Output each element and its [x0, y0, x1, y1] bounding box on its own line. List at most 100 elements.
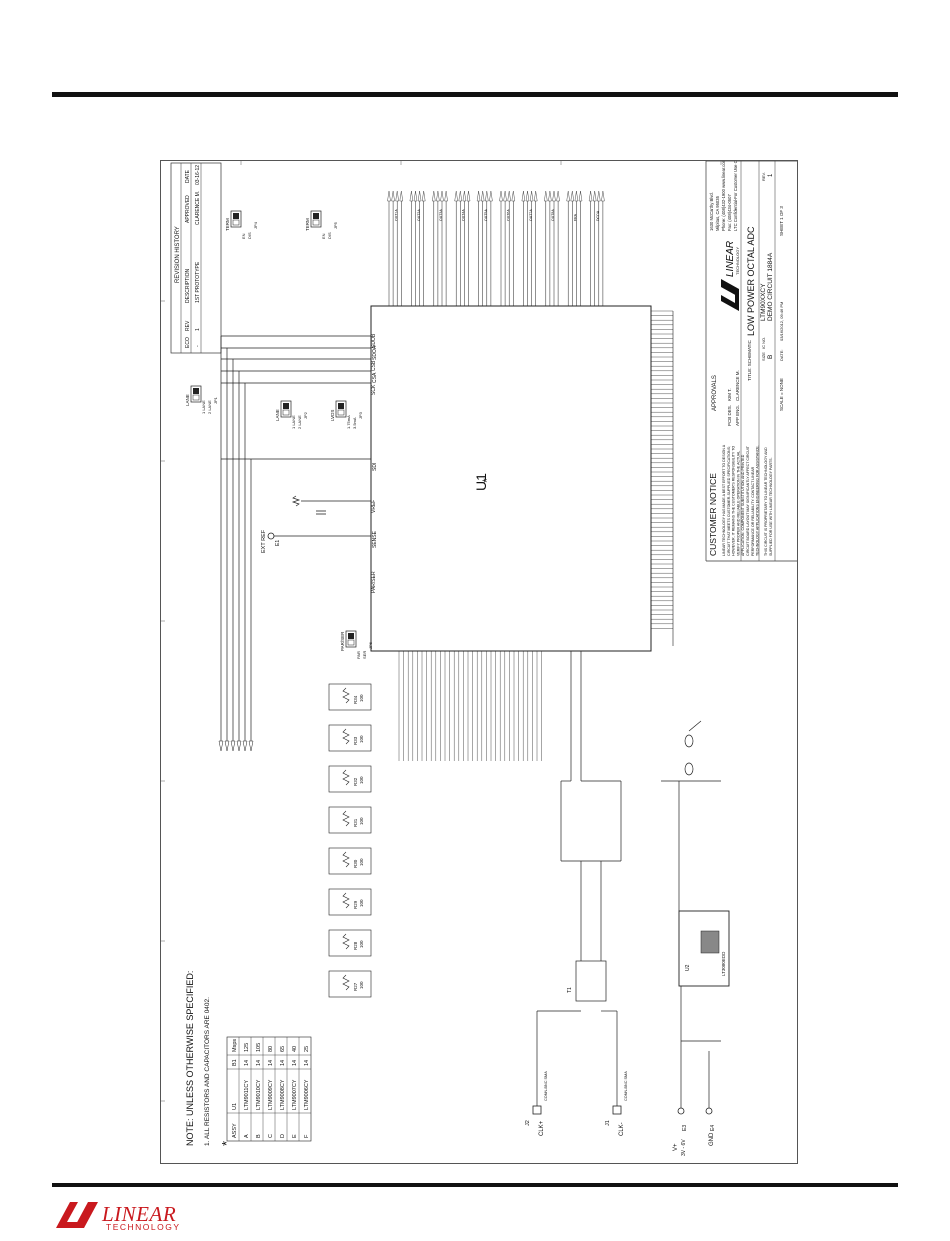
- jumper-option: SER: [362, 651, 367, 659]
- address-line: Milpitas, CA 95035: [715, 195, 720, 231]
- u1-pin-sense: SENSE: [372, 530, 378, 548]
- jumper-option: 2 LANE: [297, 415, 302, 429]
- assembly-table-cell: 65: [280, 1046, 286, 1052]
- output-arrow: [533, 190, 538, 202]
- output-arrow: [503, 190, 507, 202]
- jumper-title: PAR/SER: [340, 631, 345, 651]
- jumper-ref: JP4: [253, 221, 258, 229]
- jumper-option: PAR: [356, 651, 361, 659]
- svg-text:U2: U2: [685, 964, 691, 971]
- output-arrow: [570, 190, 575, 202]
- u1-pin-csa: CSA: [372, 372, 378, 383]
- assembly-table-cell: LTM9009CY: [268, 1079, 274, 1110]
- jumper-ref: JP6: [368, 641, 373, 649]
- assembly-table-cell: LTM9008CY: [280, 1079, 286, 1110]
- customer-notice-line: CIRCUIT THAT MEETS CUSTOMER-SUPPLIED SPE…: [727, 446, 731, 556]
- proprietary-line: THIS CIRCUIT IS PROPRIETARY TO LINEAR TE…: [764, 447, 768, 556]
- ain-resistor-ref: R27: [353, 982, 358, 991]
- linear-logo-icon: [56, 1202, 98, 1228]
- output-arrow: [399, 190, 404, 202]
- customer-notice-line: HOWEVER, IT REMAINS THE CUSTOMER'S RESPO…: [732, 446, 736, 556]
- assembly-note: NOTE: UNLESS OTHERWISE SPECIFIED: 1. ALL…: [185, 971, 312, 1146]
- output-arrow: [458, 190, 463, 202]
- ain-resistor-ref: R31: [353, 818, 358, 827]
- output-arrow: [499, 190, 503, 202]
- ain-resistor-value: 100: [359, 735, 364, 743]
- output-arrow: [444, 190, 448, 202]
- address-line: 1630 McCarthy Blvd.: [709, 192, 714, 231]
- assembly-table-cell: F: [304, 1134, 310, 1138]
- ain-resistor-ref: R33: [353, 736, 358, 745]
- customer-notice: CUSTOMER NOTICE LINEAR TECHNOLOGY HAS MA…: [708, 444, 773, 556]
- output-arrow: [552, 190, 556, 202]
- u1-pin-sdoa: SDOA: [372, 345, 378, 360]
- svg-text:-: -: [195, 345, 201, 347]
- output-arrow: [440, 190, 444, 202]
- svg-text:DATE:: DATE:: [779, 350, 784, 361]
- output-arrow: [454, 190, 458, 202]
- svg-text:KIM T.: KIM T.: [727, 388, 732, 401]
- svg-text:ECO: ECO: [185, 337, 191, 348]
- ain-resistor-value: 100: [359, 940, 364, 948]
- output-group-label: OUT7A: [529, 209, 533, 221]
- schematic-sheet: REVISION HISTORY ECO REV DESCRIPTION APP…: [160, 154, 798, 1164]
- svg-text:LT3080EDD: LT3080EDD: [721, 951, 726, 976]
- svg-text:T1: T1: [567, 987, 573, 993]
- jumper-title: LANE: [275, 409, 280, 421]
- svg-text:V+: V+: [673, 1143, 679, 1151]
- output-group-label: OUT3A: [439, 209, 443, 221]
- svg-text:J1: J1: [605, 1120, 611, 1126]
- output-group-label: OUT6A: [506, 209, 510, 221]
- ain-resistor-ref: R32: [353, 777, 358, 786]
- svg-text:EXT REF: EXT REF: [261, 529, 267, 553]
- clock-input-network: CLK+ CLK- J2 J1 CONN-BNC SMA CONN-BNC SM…: [525, 651, 628, 1136]
- output-arrow: [588, 190, 593, 202]
- ain-lines: [398, 651, 542, 761]
- footer-logo: LINEAR TECHNOLOGY: [52, 1200, 192, 1234]
- ain-resistor-ref: R34: [353, 695, 358, 704]
- jumper-option: 3.5mA: [352, 417, 357, 429]
- assembly-table-cell: LTM9011CY: [244, 1080, 250, 1110]
- jumper-option: 1.75mA: [346, 415, 351, 429]
- assembly-table-header: ASSY: [232, 1123, 238, 1138]
- approvals: APPROVALS PCB DES. KIM T. APP ENG. CLARE…: [712, 370, 740, 426]
- output-arrow: [421, 190, 426, 202]
- control-net-arrows: [218, 740, 254, 752]
- title-line2: LTM90XXCY: [760, 283, 767, 321]
- revision-title: REVISION HISTORY: [175, 226, 181, 283]
- assembly-table-cell: E: [292, 1134, 298, 1138]
- ain-resistor-value: 100: [359, 981, 364, 989]
- customer-notice-line: APPLICATION. COMPONENT SUBSTITUTION AND …: [741, 454, 745, 556]
- net-arrow: [236, 740, 242, 752]
- output-arrow: [413, 190, 418, 202]
- svg-text:J2: J2: [525, 1120, 531, 1126]
- jumper-title: LANE: [185, 394, 190, 406]
- svg-text:GND: GND: [709, 1132, 715, 1146]
- customer-notice-title: CUSTOMER NOTICE: [708, 473, 718, 556]
- note-heading: NOTE: UNLESS OTHERWISE SPECIFIED:: [185, 971, 195, 1146]
- u1-pin-vref: VREF: [371, 500, 377, 513]
- ext-ref-network: EXT REF E1: [261, 495, 371, 553]
- u1-block: U1 *: [370, 305, 652, 652]
- jumper-option: 1 LANE: [201, 400, 206, 414]
- svg-text:CLK+: CLK+: [539, 1120, 545, 1136]
- svg-text:3V - 6V: 3V - 6V: [681, 1139, 687, 1156]
- svg-text:1: 1: [195, 328, 201, 331]
- u1-pin-parser: PAR/SER: [371, 571, 377, 593]
- assembly-table-cell: 14: [280, 1060, 286, 1066]
- svg-text:CONN-BNC SMA: CONN-BNC SMA: [624, 1071, 628, 1101]
- title-logo: LINEAR TECHNOLOGY: [721, 241, 740, 311]
- assembly-table-cell: 25: [304, 1046, 310, 1052]
- output-arrow: [529, 190, 534, 202]
- address-line: Phone: (408)432-1900 www.linear.com: [721, 161, 726, 231]
- e1-terminal: [267, 532, 275, 540]
- svg-text:APPROVALS: APPROVALS: [712, 375, 718, 411]
- svg-text:DATE: DATE: [185, 169, 191, 183]
- note-line1: 1. ALL RESISTORS AND CAPACITORS ARE 0402…: [204, 997, 211, 1146]
